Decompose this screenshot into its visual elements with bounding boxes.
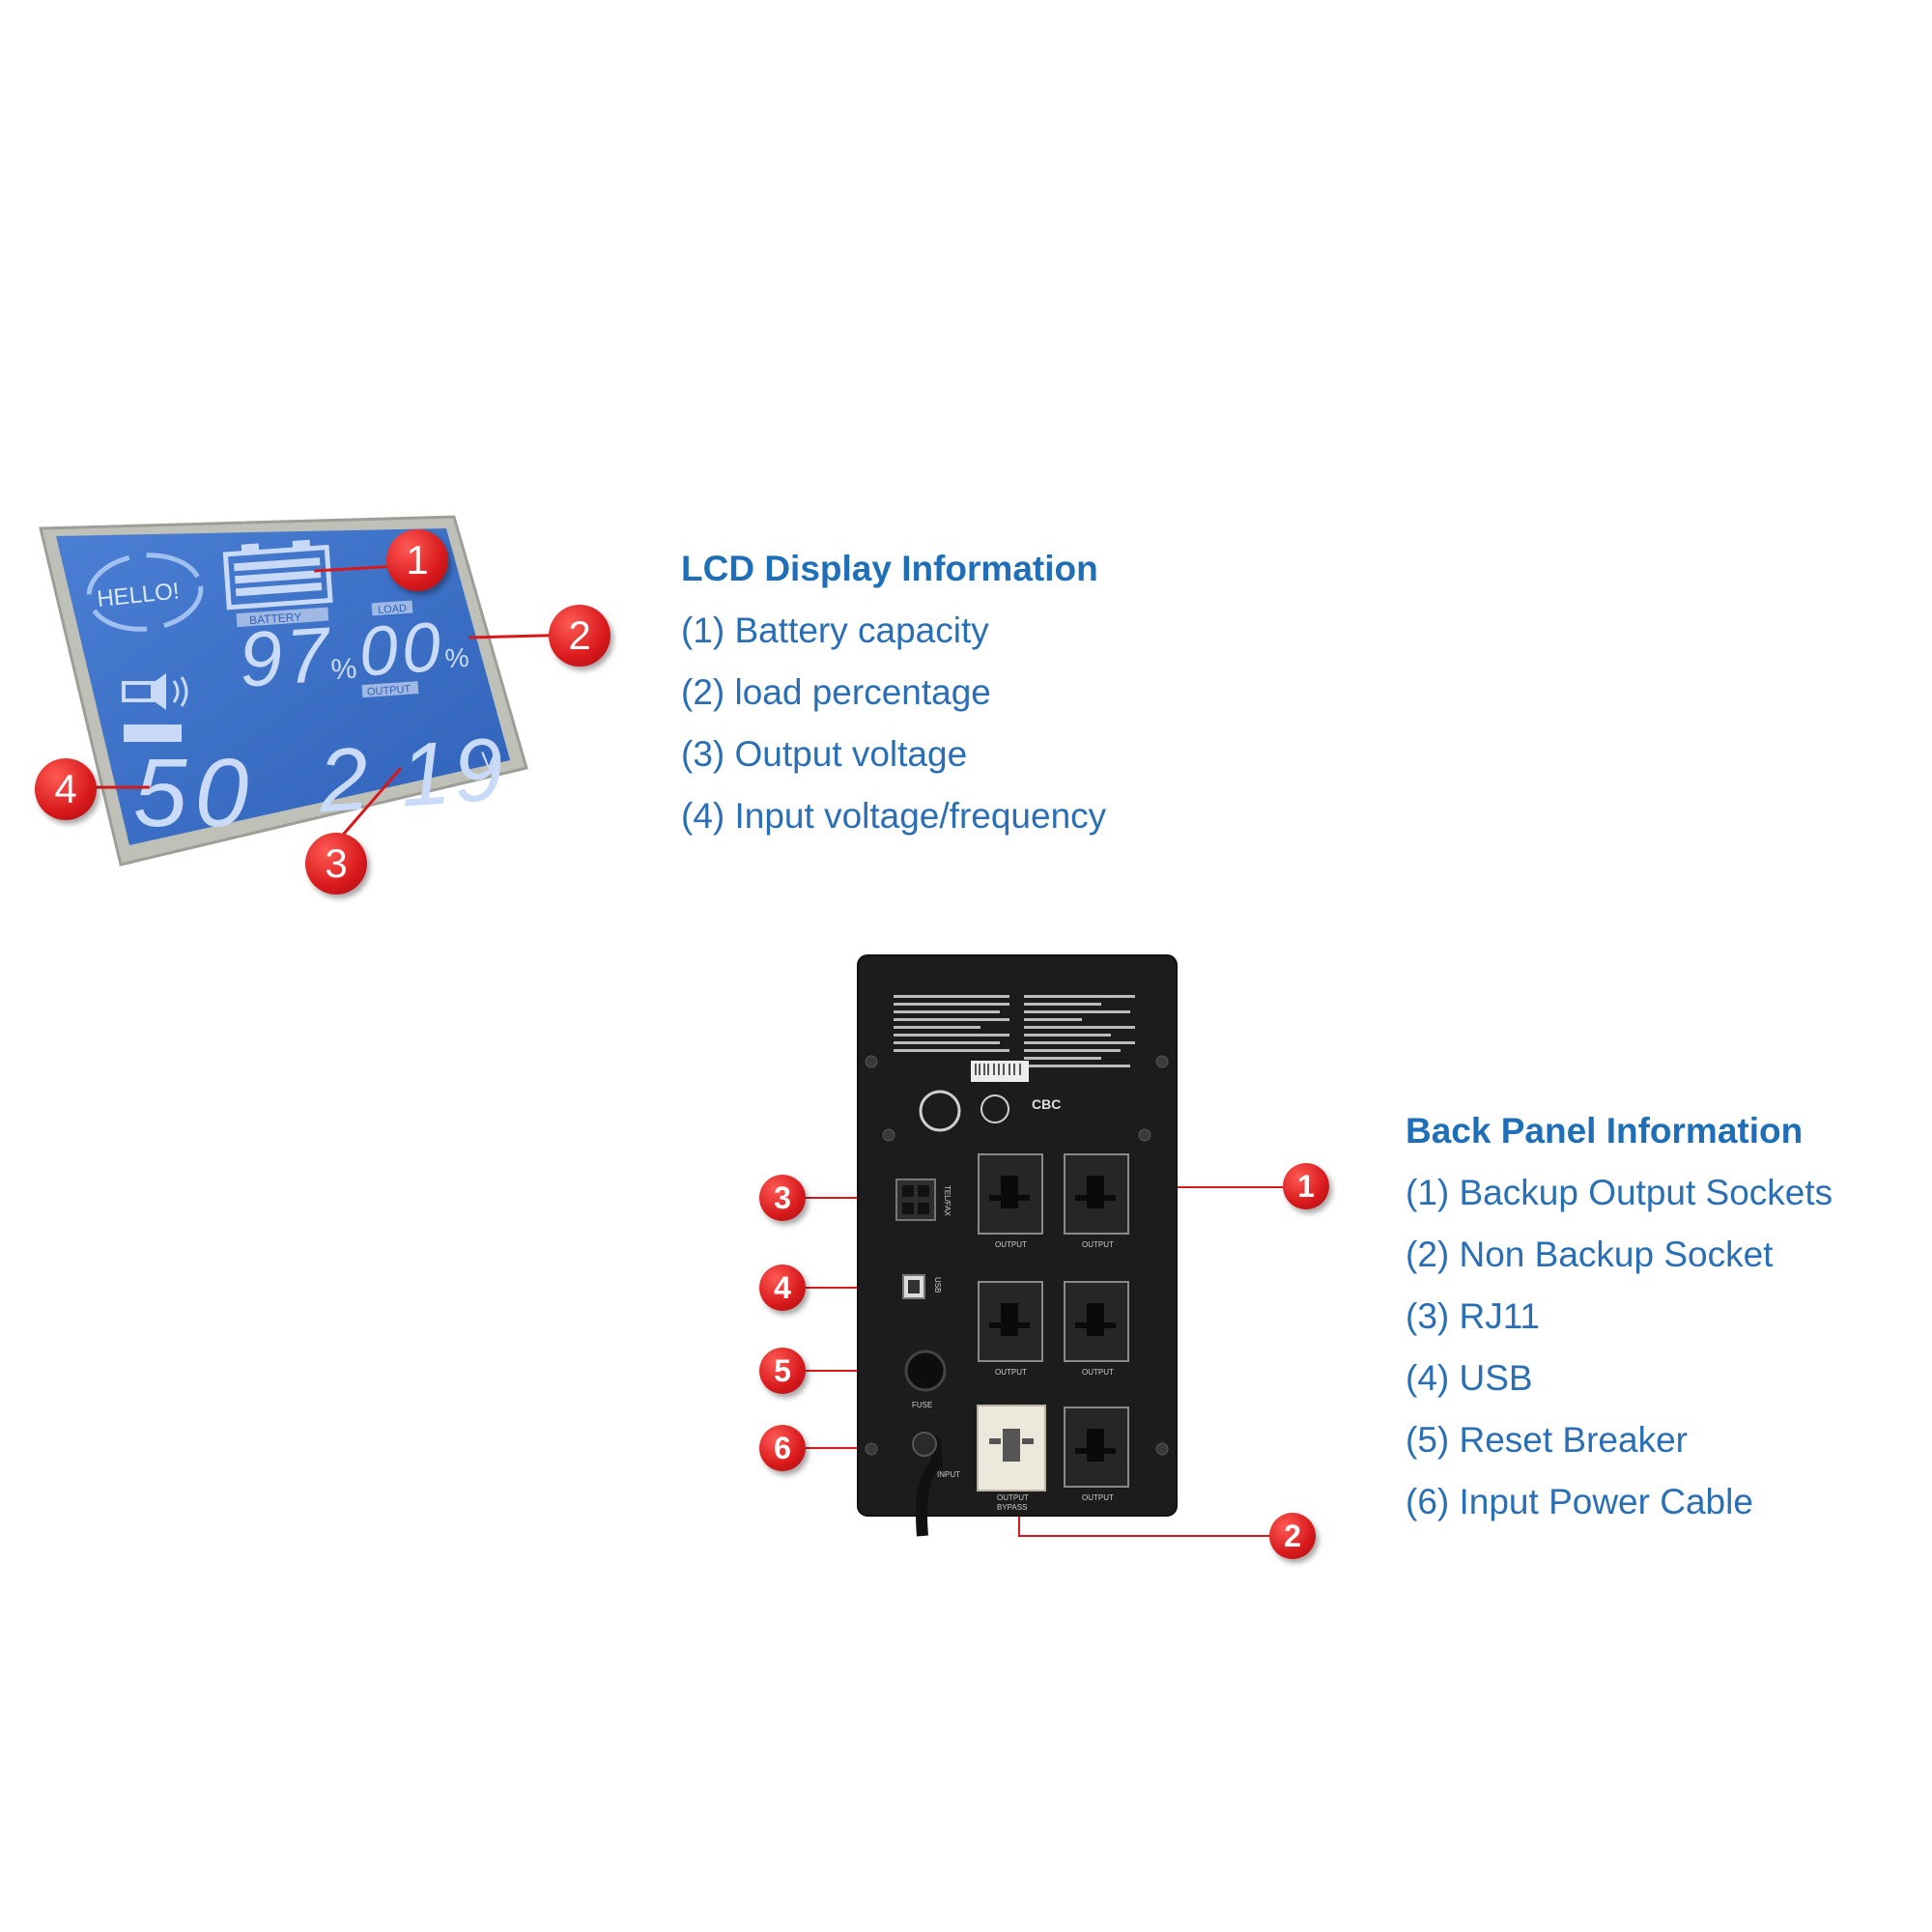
load-value: 00 bbox=[356, 609, 446, 692]
back-item-5: (5) Reset Breaker bbox=[1406, 1420, 1688, 1460]
load-percent: % bbox=[444, 642, 470, 674]
output-label-4: OUTPUT bbox=[1082, 1368, 1114, 1377]
back-item-3: (3) RJ11 bbox=[1406, 1296, 1541, 1336]
cert-seal-1 bbox=[919, 1090, 961, 1132]
output-label: OUTPUT bbox=[367, 684, 412, 698]
back-section-title: Back Panel Information bbox=[1406, 1111, 1804, 1151]
lcd-item-4: (4) Input voltage/frequency bbox=[681, 796, 1107, 836]
back-item-4: (4) USB bbox=[1406, 1358, 1533, 1398]
level-bar bbox=[124, 724, 182, 742]
battery-label: BATTERY bbox=[249, 610, 302, 627]
cert-seal-2 bbox=[980, 1094, 1009, 1123]
lcd-callout-2: 2 bbox=[549, 605, 611, 667]
brand-logo: CBC bbox=[1032, 1096, 1061, 1112]
usb-label: USB bbox=[933, 1277, 942, 1293]
output-value: 2 19 bbox=[315, 720, 511, 831]
battery-percent: % bbox=[330, 653, 358, 687]
cable-gland bbox=[912, 1432, 937, 1457]
back-item-6: (6) Input Power Cable bbox=[1406, 1482, 1753, 1521]
back-callout-5: 5 bbox=[759, 1348, 806, 1394]
battery-label-bg bbox=[236, 607, 329, 628]
fuse-label: FUSE bbox=[912, 1401, 932, 1409]
input-label: INPUT bbox=[937, 1470, 960, 1479]
lcd-callout-1: 1 bbox=[386, 529, 448, 591]
back-item-1: (1) Backup Output Sockets bbox=[1406, 1173, 1833, 1212]
back-callout-4: 4 bbox=[759, 1264, 806, 1311]
lcd-item-3: (3) Output voltage bbox=[681, 734, 968, 774]
output-label-5: OUTPUT bbox=[1082, 1493, 1114, 1502]
tel-fax-label: TEL/FAX bbox=[943, 1185, 952, 1217]
output-label-1: OUTPUT bbox=[995, 1240, 1027, 1249]
output-label-3: OUTPUT bbox=[995, 1368, 1027, 1377]
input-value: 50 bbox=[133, 739, 256, 847]
bypass-label-1: OUTPUT bbox=[997, 1493, 1029, 1502]
lcd-section-title: LCD Display Information bbox=[681, 549, 1098, 588]
bypass-label-2: BYPASS bbox=[997, 1503, 1027, 1512]
back-callout-6: 6 bbox=[759, 1425, 806, 1471]
output-label-bg bbox=[361, 681, 419, 698]
backup-output-sockets bbox=[978, 1153, 1129, 1488]
screws bbox=[865, 1055, 1169, 1456]
lcd-callout-4: 4 bbox=[35, 758, 97, 820]
lcd-item-2: (2) load percentage bbox=[681, 672, 991, 712]
back-callout-2: 2 bbox=[1269, 1513, 1316, 1559]
reset-breaker bbox=[904, 1350, 947, 1392]
volt-unit: V bbox=[481, 748, 497, 774]
leader-line-3 bbox=[336, 767, 403, 841]
ups-back-panel-illustration: CBC TEL/FAX USB FUSE INPUT OU bbox=[792, 954, 1304, 1537]
hello-ring bbox=[86, 553, 204, 632]
barcode bbox=[975, 1064, 1021, 1075]
back-item-2: (2) Non Backup Socket bbox=[1406, 1235, 1774, 1274]
back-callout-3: 3 bbox=[759, 1175, 806, 1221]
spec-label-block bbox=[894, 995, 1135, 1067]
lcd-display-illustration: HELLO! BATTERY LOAD 97 % 00 % OUTPUT 50 … bbox=[39, 515, 570, 867]
battery-value: 97 bbox=[237, 611, 336, 703]
lcd-callout-3: 3 bbox=[305, 833, 367, 895]
load-label-bg bbox=[371, 600, 413, 616]
speaker-icon bbox=[122, 673, 188, 710]
non-backup-socket bbox=[977, 1405, 1046, 1492]
battery-icon bbox=[222, 539, 333, 611]
back-callout-1: 1 bbox=[1283, 1163, 1329, 1209]
load-label: LOAD bbox=[378, 603, 408, 616]
output-label-2: OUTPUT bbox=[1082, 1240, 1114, 1249]
lcd-item-1: (1) Battery capacity bbox=[681, 611, 989, 650]
